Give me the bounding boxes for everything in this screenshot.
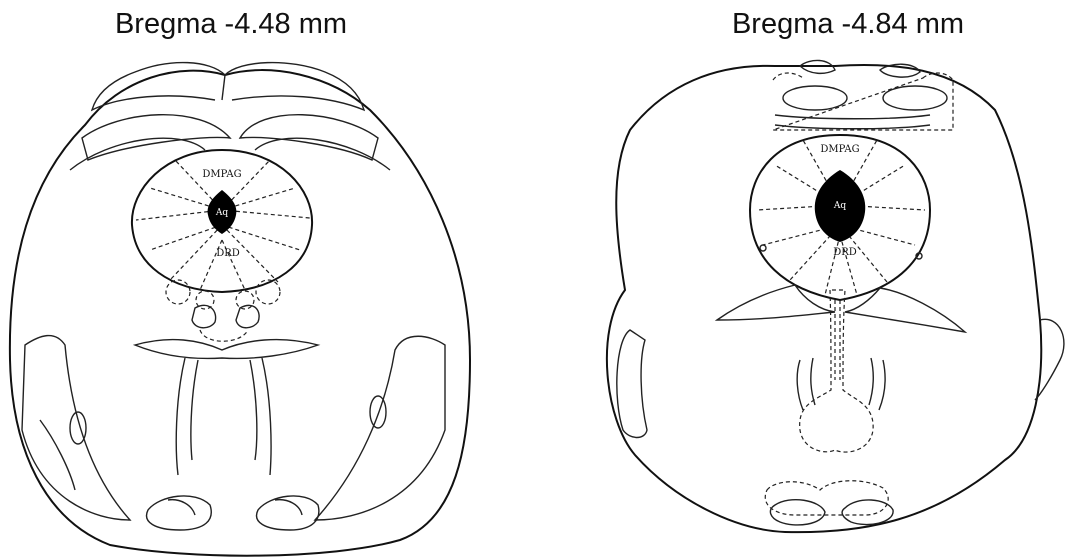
hippocampus-left-inner	[70, 138, 205, 170]
atlas-panel-left: Bregma -4.48 mm	[0, 0, 534, 558]
lateral-band-left	[22, 336, 130, 520]
pyramid-outline	[765, 481, 888, 515]
cortex-top-right	[225, 63, 364, 110]
wing-left	[717, 285, 835, 320]
commissure-mid	[775, 125, 930, 129]
lateral-nucleus-right	[370, 396, 386, 428]
label-dmpag: DMPAG	[820, 144, 859, 155]
label-drd: DRD	[216, 248, 240, 259]
pyramid-left-inner	[168, 500, 195, 515]
label-drd: DRD	[833, 247, 857, 258]
atlas-panel-right: Bregma -4.84 mm	[535, 0, 1069, 558]
hippocampus-right-inner	[255, 138, 390, 170]
nucleus-connector	[200, 330, 248, 341]
tract-right-1	[879, 360, 885, 410]
label-dmpag: DMPAG	[202, 169, 241, 180]
nucleus-right	[236, 305, 259, 327]
commissure-top	[775, 115, 930, 119]
lateral-lobe-left	[617, 330, 647, 438]
pyramid-right-inner	[275, 500, 302, 515]
colliculus-left	[783, 86, 847, 110]
tract-left-1	[176, 358, 185, 475]
decussation-band	[135, 340, 318, 359]
pag-marker-left	[760, 245, 766, 251]
colliculus-right	[883, 86, 947, 110]
tract-right-1	[262, 358, 271, 475]
midline-notch	[222, 75, 225, 100]
lateral-nucleus-left	[70, 412, 86, 444]
tract-right-2	[869, 358, 873, 405]
tract-right-2	[250, 360, 257, 460]
label-aqueduct: Aq	[833, 201, 846, 211]
pyramid-right	[842, 500, 893, 525]
tract-left-2	[811, 358, 815, 405]
brain-section-diagram: DMPAG Aq DRD	[535, 0, 1069, 558]
brain-outline	[10, 70, 470, 556]
hippocampus-left	[82, 115, 230, 160]
label-aqueduct: Aq	[215, 208, 228, 218]
cortex-top-left	[92, 63, 225, 110]
tectum-outline	[773, 73, 953, 130]
hippocampus-right	[240, 115, 378, 160]
tract-left-1	[797, 360, 803, 410]
midline-inner	[835, 300, 840, 380]
brain-section-diagram: DMPAG Aq DRD	[0, 0, 534, 558]
tract-left-2	[191, 360, 198, 460]
